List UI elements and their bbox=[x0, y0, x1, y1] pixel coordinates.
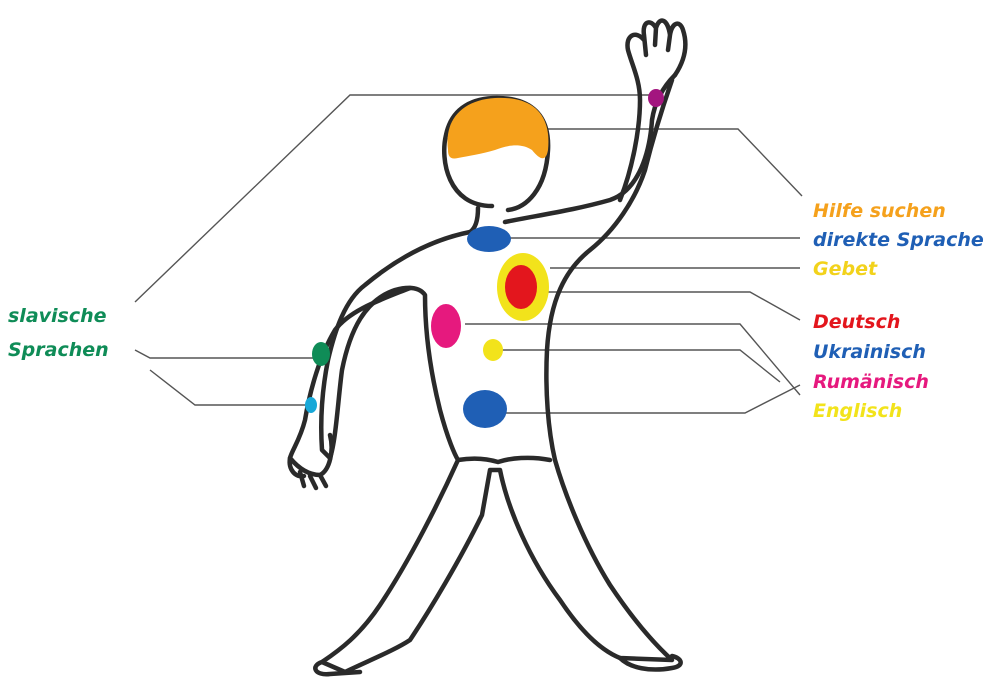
torso-outline bbox=[321, 80, 672, 672]
label-hilfe-suchen: Hilfe suchen bbox=[813, 200, 946, 222]
mark-direkte-sprache-blue-neck bbox=[467, 226, 511, 252]
label-slavische: slavische bbox=[8, 305, 107, 327]
label-rumaenisch: Rumänisch bbox=[813, 371, 929, 393]
label-englisch: Englisch bbox=[813, 400, 902, 422]
mark-slavische-cyan-arm bbox=[305, 397, 317, 413]
connector-arm-purple bbox=[135, 95, 655, 302]
mark-englisch-yellow bbox=[483, 339, 503, 361]
label-sprachen: Sprachen bbox=[8, 339, 109, 361]
mark-purple-hand bbox=[648, 89, 664, 107]
label-direkte-sprache: direkte Sprache bbox=[813, 229, 984, 251]
connector-hilfe-suchen bbox=[535, 129, 802, 196]
label-ukrainisch: Ukrainisch bbox=[813, 341, 926, 363]
connector-englisch bbox=[500, 350, 780, 382]
lowered-arm-outline bbox=[290, 288, 410, 475]
mark-deutsch-red-heart bbox=[505, 265, 537, 309]
label-deutsch: Deutsch bbox=[813, 311, 900, 333]
connector-slavische-cyan bbox=[150, 370, 310, 405]
connector-ukrainisch-rumaenisch bbox=[465, 324, 800, 395]
mark-slavische-green-arm bbox=[312, 342, 330, 366]
crotch-outline bbox=[458, 458, 550, 462]
label-gebet: Gebet bbox=[813, 258, 877, 280]
mark-ukrainisch-blue-belly bbox=[463, 390, 507, 428]
connector-slavische-green bbox=[135, 350, 318, 358]
connector-deutsch bbox=[540, 292, 800, 320]
mark-rumaenisch-magenta bbox=[431, 304, 461, 348]
